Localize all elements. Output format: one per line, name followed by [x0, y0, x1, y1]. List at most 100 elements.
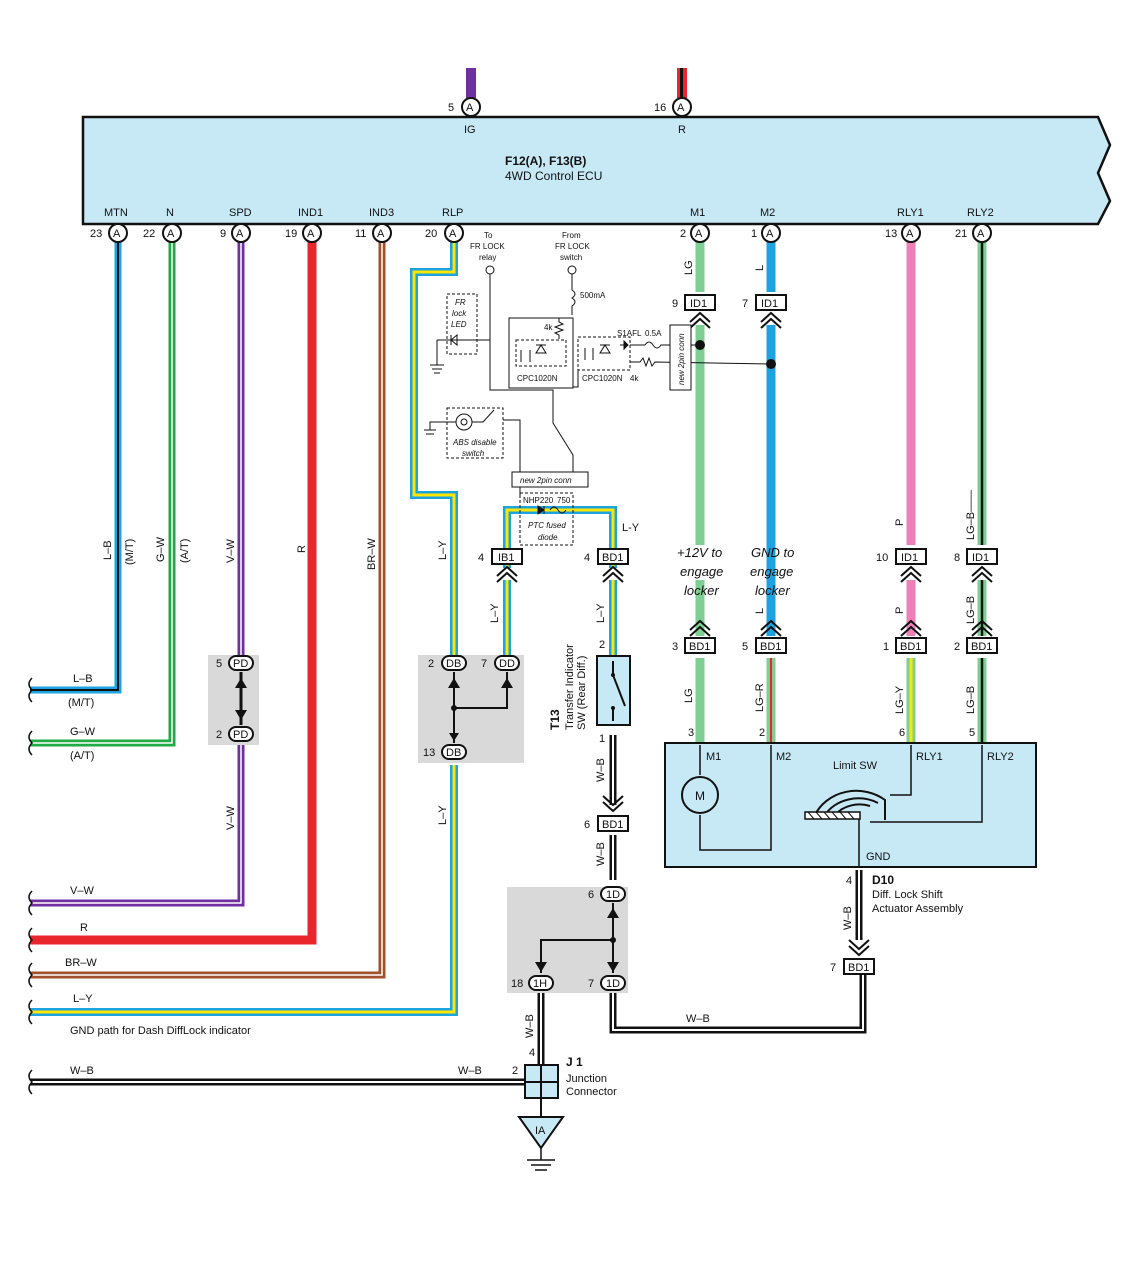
ib1-connector-4: IB1 4: [478, 548, 523, 583]
svg-text:SW (Rear Diff.): SW (Rear Diff.): [576, 656, 588, 730]
svg-text:FR LOCK: FR LOCK: [555, 242, 590, 251]
svg-text:GND to: GND to: [751, 545, 794, 560]
actuator-assembly: 3 2 6 5 M1 M2 RLY1 RLY2 Limit SW M GND 4…: [664, 727, 1037, 915]
svg-text:BR–W: BR–W: [65, 957, 97, 969]
svg-text:L: L: [754, 608, 766, 614]
ecu-pins: MTN N SPD IND1 IND3 RLP M1 M2 RLY1 RLY2: [104, 207, 994, 219]
svg-text:2: 2: [428, 658, 434, 670]
svg-text:P: P: [894, 607, 906, 614]
svg-text:Actuator Assembly: Actuator Assembly: [872, 903, 964, 915]
svg-text:4k: 4k: [544, 323, 553, 332]
svg-text:6: 6: [588, 889, 594, 901]
svg-text:2: 2: [954, 641, 960, 653]
svg-text:2: 2: [759, 727, 765, 739]
svg-text:locker: locker: [684, 583, 719, 598]
svg-text:0.5A: 0.5A: [645, 329, 662, 338]
left-labels: L–B (M/T) G–W (A/T) V–W R BR–W L–Y W–B G…: [65, 673, 251, 1077]
svg-text:7: 7: [830, 962, 836, 974]
svg-text:T13: T13: [548, 709, 562, 730]
svg-text:S1AFL: S1AFL: [617, 329, 642, 338]
svg-text:11: 11: [355, 228, 366, 240]
svg-text:W–B: W–B: [524, 1014, 536, 1038]
svg-text:IND3: IND3: [369, 207, 394, 219]
svg-text:LG: LG: [683, 260, 695, 275]
svg-text:ABS disable: ABS disable: [452, 438, 497, 447]
svg-text:3: 3: [672, 641, 678, 653]
svg-text:L–Y: L–Y: [595, 603, 607, 623]
svg-text:LG–B: LG–B: [965, 686, 977, 714]
svg-text:CPC1020N: CPC1020N: [517, 374, 558, 383]
1h-connector-18: 1H 18: [511, 975, 554, 991]
svg-text:V–W: V–W: [70, 885, 94, 897]
svg-text:7: 7: [481, 658, 487, 670]
svg-text:7: 7: [742, 298, 748, 310]
svg-text:L–Y: L–Y: [437, 540, 449, 560]
modification-labels: To FR LOCK relay From FR LOCK switch 500…: [451, 231, 686, 542]
svg-text:Junction: Junction: [566, 1073, 607, 1085]
svg-text:locker: locker: [755, 583, 790, 598]
svg-text:A: A: [377, 228, 385, 240]
bd1-connector-2: BD1 2: [954, 619, 998, 654]
svg-text:5: 5: [742, 641, 748, 653]
svg-text:R: R: [296, 545, 308, 553]
svg-text:new 2pin conn: new 2pin conn: [677, 333, 686, 385]
junction-connector: 2 4 J 1 Junction Connector IA: [512, 1047, 617, 1171]
bd1-connector-6: BD1 6: [584, 795, 629, 832]
engage-notes: +12V to engage locker GND to engage lock…: [677, 545, 794, 598]
svg-text:ID1: ID1: [972, 552, 989, 564]
svg-text:(A/T): (A/T): [70, 750, 94, 762]
svg-text:A: A: [236, 228, 244, 240]
modification-circuit: [424, 265, 772, 546]
svg-text:GND: GND: [866, 851, 891, 863]
svg-text:Diff. Lock Shift: Diff. Lock Shift: [872, 889, 943, 901]
svg-text:BD1: BD1: [760, 641, 781, 653]
svg-text:A: A: [766, 228, 774, 240]
svg-text:7: 7: [588, 978, 594, 990]
ecu-box: [81, 115, 1112, 226]
svg-text:6: 6: [899, 727, 905, 739]
svg-text:Connector: Connector: [566, 1086, 617, 1098]
pd-connector-5: PD 5: [216, 655, 254, 671]
ground-icon: [527, 1148, 555, 1171]
svg-text:R: R: [678, 124, 686, 136]
svg-text:IND1: IND1: [298, 207, 323, 219]
svg-text:2: 2: [599, 639, 605, 651]
cable-ends: [28, 677, 34, 1095]
svg-text:1D: 1D: [606, 978, 620, 990]
svg-text:(M/T): (M/T): [68, 697, 94, 709]
svg-text:(M/T): (M/T): [124, 539, 136, 565]
svg-text:L-Y: L-Y: [622, 522, 640, 534]
svg-text:2: 2: [512, 1065, 518, 1077]
svg-text:A: A: [977, 228, 985, 240]
bd1-connector-5: BD1 5: [742, 619, 787, 654]
svg-text:SPD: SPD: [229, 207, 252, 219]
svg-text:M2: M2: [760, 207, 775, 219]
bd1-connector-7: BD1 7: [830, 939, 875, 975]
r-connector: A 16 R: [654, 97, 692, 136]
ig-wire: [466, 68, 476, 98]
1d-connector-7: 1D 7: [588, 975, 626, 991]
svg-text:A: A: [695, 228, 703, 240]
svg-text:22: 22: [143, 228, 155, 240]
ground-triangle-icon: [517, 1116, 565, 1150]
svg-text:FR: FR: [455, 298, 466, 307]
1d-connector-6: 1D 6: [588, 886, 626, 902]
svg-text:MTN: MTN: [104, 207, 128, 219]
svg-text:9: 9: [220, 228, 226, 240]
id1-connector-7: ID1 7: [742, 294, 787, 329]
svg-text:engage: engage: [680, 564, 723, 579]
svg-text:RLP: RLP: [442, 207, 463, 219]
svg-text:CPC1020N: CPC1020N: [582, 374, 623, 383]
svg-text:BD1: BD1: [602, 819, 623, 831]
pd-connector-2: PD 2: [216, 726, 254, 742]
svg-text:A: A: [677, 102, 685, 114]
svg-text:13: 13: [885, 228, 897, 240]
svg-text:LG: LG: [683, 688, 695, 703]
svg-text:L–Y: L–Y: [73, 993, 93, 1005]
svg-text:BD1: BD1: [689, 641, 710, 653]
db-connector-13: DB 13: [423, 744, 467, 760]
svg-text:L–B: L–B: [102, 540, 114, 560]
svg-text:13: 13: [423, 747, 435, 759]
svg-text:LG–Y: LG–Y: [894, 685, 906, 714]
